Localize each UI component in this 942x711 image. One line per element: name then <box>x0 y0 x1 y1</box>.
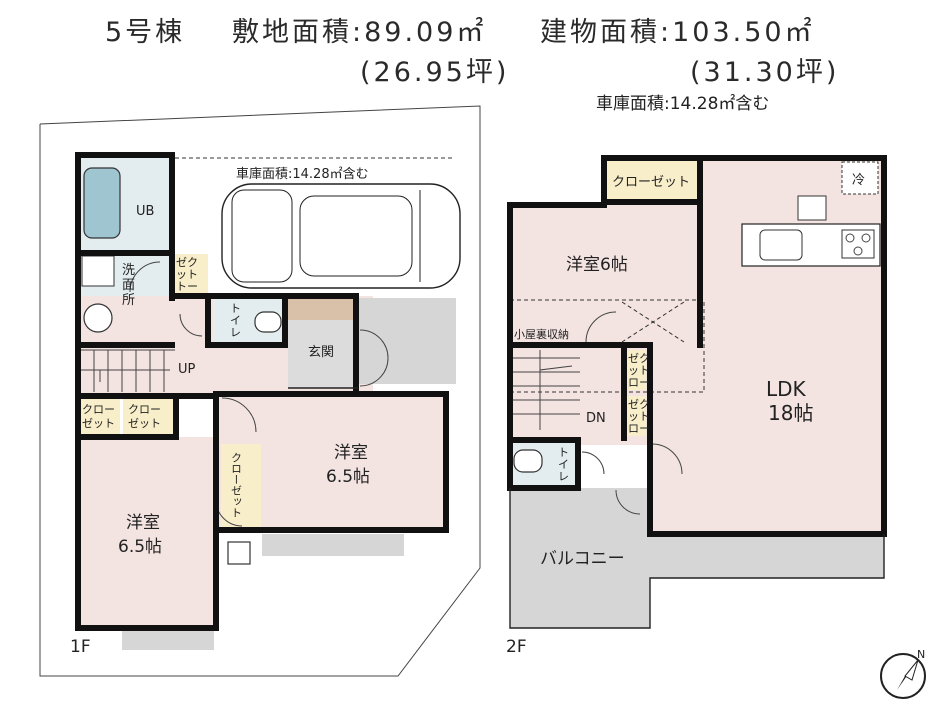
sink-icon <box>759 229 803 261</box>
fridge-label: 冷 <box>852 173 865 188</box>
building-number: 5号棟 <box>105 17 186 48</box>
floor-1-plan: 車庫面積:14.28㎡含む UB 洗 面 所 ゼク ット トー ト イ レ 玄関… <box>39 105 481 677</box>
toilet-1f-label-3: レ <box>230 326 241 339</box>
balcony-fill-bottom <box>510 578 650 628</box>
attic-storage-outline <box>621 301 685 343</box>
door-swing <box>129 261 161 293</box>
site-boundary <box>39 105 481 677</box>
washing-machine-icon <box>81 255 115 287</box>
window-box-bottom <box>122 628 214 650</box>
door-swing <box>615 489 641 515</box>
closet-b-label-2: ゼット <box>128 417 161 430</box>
room-6-label: 洋室6帖 <box>566 255 628 275</box>
closet-a-label-2: ゼット <box>82 417 115 430</box>
toilet-2f-label-3: レ <box>558 470 569 483</box>
closet-small-label-3: トー <box>176 280 198 293</box>
site-tsubo: (26.95坪) <box>360 57 510 88</box>
balcony-label: バルコニー <box>540 549 625 569</box>
room-a-label-1: 洋室 <box>126 513 160 533</box>
stove-icon <box>841 229 875 259</box>
toilet-1f-icon <box>254 311 282 333</box>
closet-2f-b-label-1: ゼク <box>628 398 650 411</box>
ldk-label-2: 18帖 <box>768 401 813 425</box>
closet-2f-b-label-2: ット <box>628 410 650 423</box>
toilet-1f-label-1: ト <box>230 302 241 315</box>
washroom-label-1: 洗 <box>122 263 135 278</box>
closet-vertical-label: クローゼット <box>230 452 243 518</box>
attic-storage-label: 小屋裏収納 <box>514 327 569 341</box>
closet-b-fill <box>123 398 173 435</box>
compass-north-label: N <box>917 648 925 661</box>
closet-top-fill <box>604 158 700 202</box>
closet-a-fill <box>80 398 120 435</box>
site-area: 敷地面積:89.09㎡ <box>232 17 487 48</box>
closet-a-label-1: クロー <box>82 403 115 416</box>
door-swing <box>651 443 683 475</box>
garage-area-label: 車庫面積:14.28㎡含む <box>236 166 369 182</box>
door-swing <box>581 451 605 475</box>
toilet-1f-label-2: イ <box>230 314 241 327</box>
walls-1f <box>75 152 449 631</box>
room-6-fill <box>510 205 698 345</box>
floor-tsubo: (31.30坪) <box>690 57 840 88</box>
floor-2-label: 2F <box>506 637 527 657</box>
closet-top-label: クローゼット <box>612 175 690 190</box>
ub-label: UB <box>136 204 154 219</box>
closet-b-label-1: クロー <box>128 403 161 416</box>
closet-2f-a-label-2: ット <box>628 364 650 377</box>
ldk-label-1: LDK <box>766 377 807 401</box>
door-swing <box>221 397 257 433</box>
room-a-label-2: 6.5帖 <box>118 537 162 557</box>
toilet-2f-label-2: イ <box>558 458 569 471</box>
closet-2f-b-label-3: ロー <box>628 422 650 435</box>
window-box-mid <box>262 534 404 556</box>
closet-small-label-2: ット <box>176 268 198 281</box>
door-swing <box>585 311 617 343</box>
entrance-fill <box>288 320 356 388</box>
garage-area-note: 車庫面積:14.28㎡含む <box>596 94 770 114</box>
bathtub-icon <box>83 167 121 239</box>
closet-2f-b-fill <box>626 396 646 436</box>
fridge-icon <box>841 161 879 195</box>
toilet-2f-icon <box>513 449 543 473</box>
washroom-label-3: 所 <box>122 293 135 308</box>
room-a-fill <box>78 437 216 628</box>
room-b-label-2: 6.5帖 <box>326 467 370 487</box>
closet-2f-a-fill <box>626 350 646 390</box>
closet-2f-a-label-3: ロー <box>628 376 650 389</box>
entrance-label: 玄関 <box>308 345 334 360</box>
porch-fill <box>356 298 456 384</box>
washroom-label-2: 面 <box>122 278 135 293</box>
wash-basin-icon <box>83 303 113 333</box>
range-hood-icon <box>797 195 827 221</box>
stairs-1f <box>80 349 175 392</box>
door-swing <box>359 329 389 387</box>
dn-label: DN <box>586 411 606 426</box>
car-icon <box>221 183 461 289</box>
floor-1-label: 1F <box>70 637 91 657</box>
sink-1f-icon <box>227 541 251 565</box>
toilet-2f-label-1: ト <box>558 446 569 459</box>
compass-icon: N <box>880 648 926 699</box>
walls-2f <box>507 155 887 629</box>
shoe-storage <box>288 298 353 320</box>
closet-small-fill <box>173 254 208 294</box>
up-label: UP <box>178 362 196 377</box>
door-swing <box>179 313 203 337</box>
closet-vertical-fill <box>221 444 261 532</box>
stairs-2f <box>512 350 580 430</box>
room-b-label-1: 洋室 <box>334 443 368 463</box>
closet-2f-a-label-1: ゼク <box>628 352 650 365</box>
closet-small-label-1: ゼク <box>176 256 198 269</box>
floor-2-plan: クローゼット 洋室6帖 小屋裏収納 ゼク ット ロー ゼク ット ロー DN ト… <box>506 155 887 657</box>
floor-area: 建物面積:103.50㎡ <box>540 17 815 48</box>
